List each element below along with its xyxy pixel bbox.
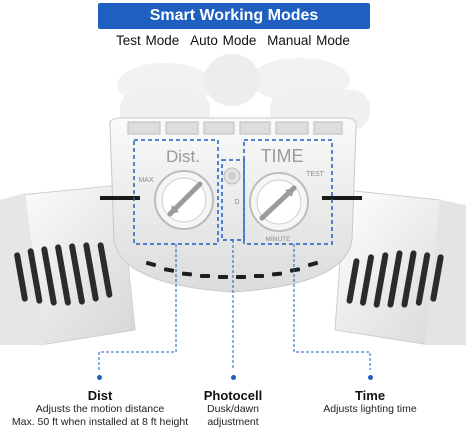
callout-leader-lines [98,240,371,370]
mode-auto: Auto Mode [190,33,257,48]
dist-callout-title: Dist [87,388,113,403]
dist-dial: Dist. MAX [133,139,219,245]
photocell-callout-title: Photocell [203,388,263,403]
dist-callout: Dist Adjusts the motion distance Max. 50… [0,388,200,429]
left-lamp-head [0,184,136,346]
time-callout-dot [368,375,373,380]
right-lamp-head [334,189,466,346]
time-test-label: TEST [306,171,325,178]
section-title: Smart Working Modes [149,7,319,24]
sensor-body [100,117,362,293]
mode-manual: Manual Mode [267,33,350,48]
time-callout-title: Time [354,388,386,403]
photocell-callout-line1: Dusk/dawn adjustment [207,403,259,428]
motion-sensor-light-illustration: Dist. MAX D TIME TEST MINUTE [0,54,466,370]
dist-callout-dot [97,375,102,380]
photocell-callout-dot [231,375,236,380]
time-callout-line1: Adjusts lighting time [323,403,417,415]
modes-list: Test Mode Auto Mode Manual Mode [0,33,466,48]
photocell-callout: Photocell Dusk/dawn adjustment [183,388,283,429]
arrow-icon [170,205,179,214]
arrow-icon [285,188,294,197]
dist-callout-line1: Adjusts the motion distance [35,403,165,415]
time-minute-label: MINUTE [266,236,292,243]
time-dial-label: TIME [261,146,304,166]
dist-callout-line2: Max. 50 ft when installed at 8 ft height [11,416,189,428]
section-title-banner: Smart Working Modes [98,3,370,29]
dist-dial-label: Dist. [166,147,200,166]
time-callout: Time Adjusts lighting time [315,388,425,416]
dist-max-label: MAX [138,177,154,184]
time-dial: TIME TEST MINUTE [243,139,333,245]
mode-test: Test Mode [116,33,180,48]
photocell-d-label: D [234,199,239,206]
